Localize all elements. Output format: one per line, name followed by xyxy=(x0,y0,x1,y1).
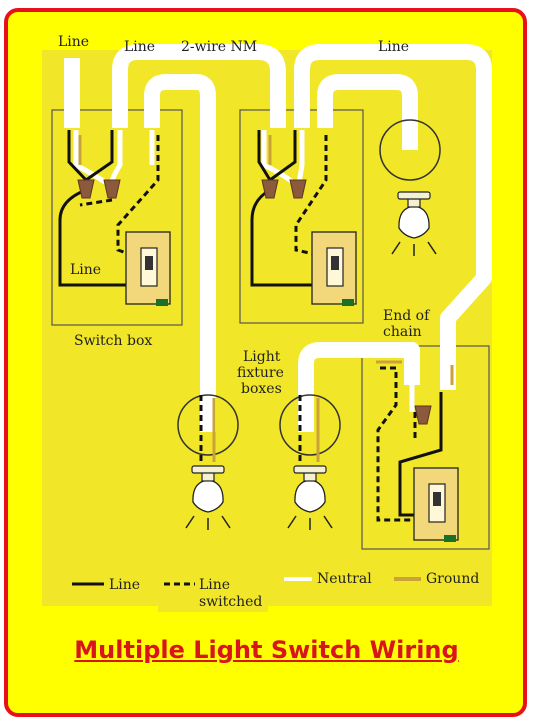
label-cable: 2-wire NM xyxy=(181,39,257,55)
label-end-of-chain-1: End of xyxy=(383,308,431,324)
label-line-3: Line xyxy=(378,39,409,55)
label-end-of-chain-2: chain xyxy=(383,324,422,340)
label-light-fixture-1: Light xyxy=(243,349,281,365)
label-switch-box: Switch box xyxy=(74,333,152,349)
label-light-fixture-2: fixture xyxy=(237,365,284,381)
ground-wires xyxy=(78,135,454,462)
switch-2 xyxy=(311,231,357,306)
label-light-fixture-3: boxes xyxy=(241,381,282,397)
legend-switched-label-2: switched xyxy=(199,594,262,610)
legend: Line Line switched Neutral Ground xyxy=(70,566,490,612)
label-line-2: Line xyxy=(124,39,155,55)
light-box-3 xyxy=(379,119,441,181)
legend-line-label: Line xyxy=(109,577,140,593)
switch-1 xyxy=(125,231,171,306)
page-title: Multiple Light Switch Wiring xyxy=(74,636,459,664)
label-line-inner: Line xyxy=(70,262,101,278)
legend-ground-label: Ground xyxy=(426,571,479,587)
legend-neutral-label: Neutral xyxy=(317,571,372,587)
legend-switched-label-1: Line xyxy=(199,577,230,593)
switch-box-3 xyxy=(361,345,490,550)
label-line-1: Line xyxy=(58,34,89,50)
wire-nuts xyxy=(77,179,432,425)
nm-cables xyxy=(64,44,492,432)
switch-3 xyxy=(413,467,459,542)
light-box-1 xyxy=(177,394,239,456)
switched-wires xyxy=(79,135,418,522)
light-box-2 xyxy=(279,394,341,456)
